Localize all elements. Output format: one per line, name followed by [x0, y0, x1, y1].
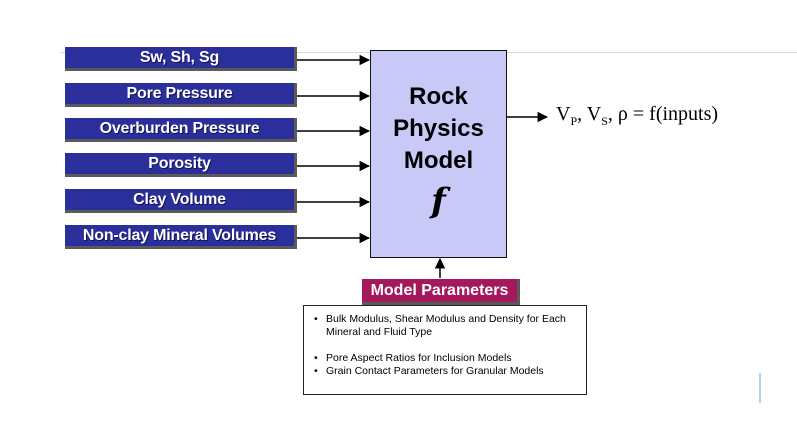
model-title-line-2: Physics	[393, 115, 484, 142]
input-label: Pore Pressure	[126, 84, 233, 102]
output-equation: VP, VS, ρ = f(inputs)	[556, 103, 718, 129]
model-parameters-box: Model Parameters	[362, 279, 520, 305]
input-clay-volume: Clay Volume	[65, 189, 297, 213]
input-saturations: Sw, Sh, Sg	[65, 47, 297, 71]
output-vs: V	[586, 103, 602, 125]
output-density-function: , ρ = f(inputs)	[607, 103, 719, 125]
input-porosity: Porosity	[65, 153, 297, 177]
model-function-symbol: f	[431, 181, 446, 221]
note-item: • Pore Aspect Ratios for Inclusion Model…	[314, 352, 578, 365]
rock-physics-model-box: Rock Physics Model f	[370, 50, 507, 258]
note-item: • Bulk Modulus, Shear Modulus and Densit…	[314, 313, 578, 339]
input-label: Sw, Sh, Sg	[139, 48, 220, 66]
input-label: Overburden Pressure	[99, 119, 260, 137]
note-text: Bulk Modulus, Shear Modulus and Density …	[326, 313, 566, 338]
model-title-line-1: Rock	[409, 83, 468, 110]
output-vs-subscript: S	[601, 114, 608, 128]
input-label: Porosity	[148, 154, 211, 172]
bullet-icon: •	[314, 352, 318, 364]
input-pore-pressure: Pore Pressure	[65, 83, 297, 107]
output-vp-subscript: P	[570, 114, 578, 128]
output-separator: ,	[577, 103, 587, 125]
edge-marker	[759, 373, 761, 403]
input-non-clay-mineral-volumes: Non-clay Mineral Volumes	[65, 225, 297, 249]
note-item: • Grain Contact Parameters for Granular …	[314, 365, 578, 378]
note-text: Pore Aspect Ratios for Inclusion Models	[326, 352, 512, 364]
bullet-icon: •	[314, 365, 318, 377]
model-parameters-title: Model Parameters	[370, 281, 509, 299]
bullet-icon: •	[314, 313, 318, 325]
note-text: Grain Contact Parameters for Granular Mo…	[326, 365, 544, 377]
input-label: Clay Volume	[133, 190, 226, 208]
input-label: Non-clay Mineral Volumes	[82, 226, 277, 244]
output-vp: V	[556, 103, 571, 125]
model-title-line-3: Model	[403, 147, 474, 174]
model-parameters-notes: • Bulk Modulus, Shear Modulus and Densit…	[303, 305, 587, 395]
input-overburden-pressure: Overburden Pressure	[65, 118, 297, 142]
